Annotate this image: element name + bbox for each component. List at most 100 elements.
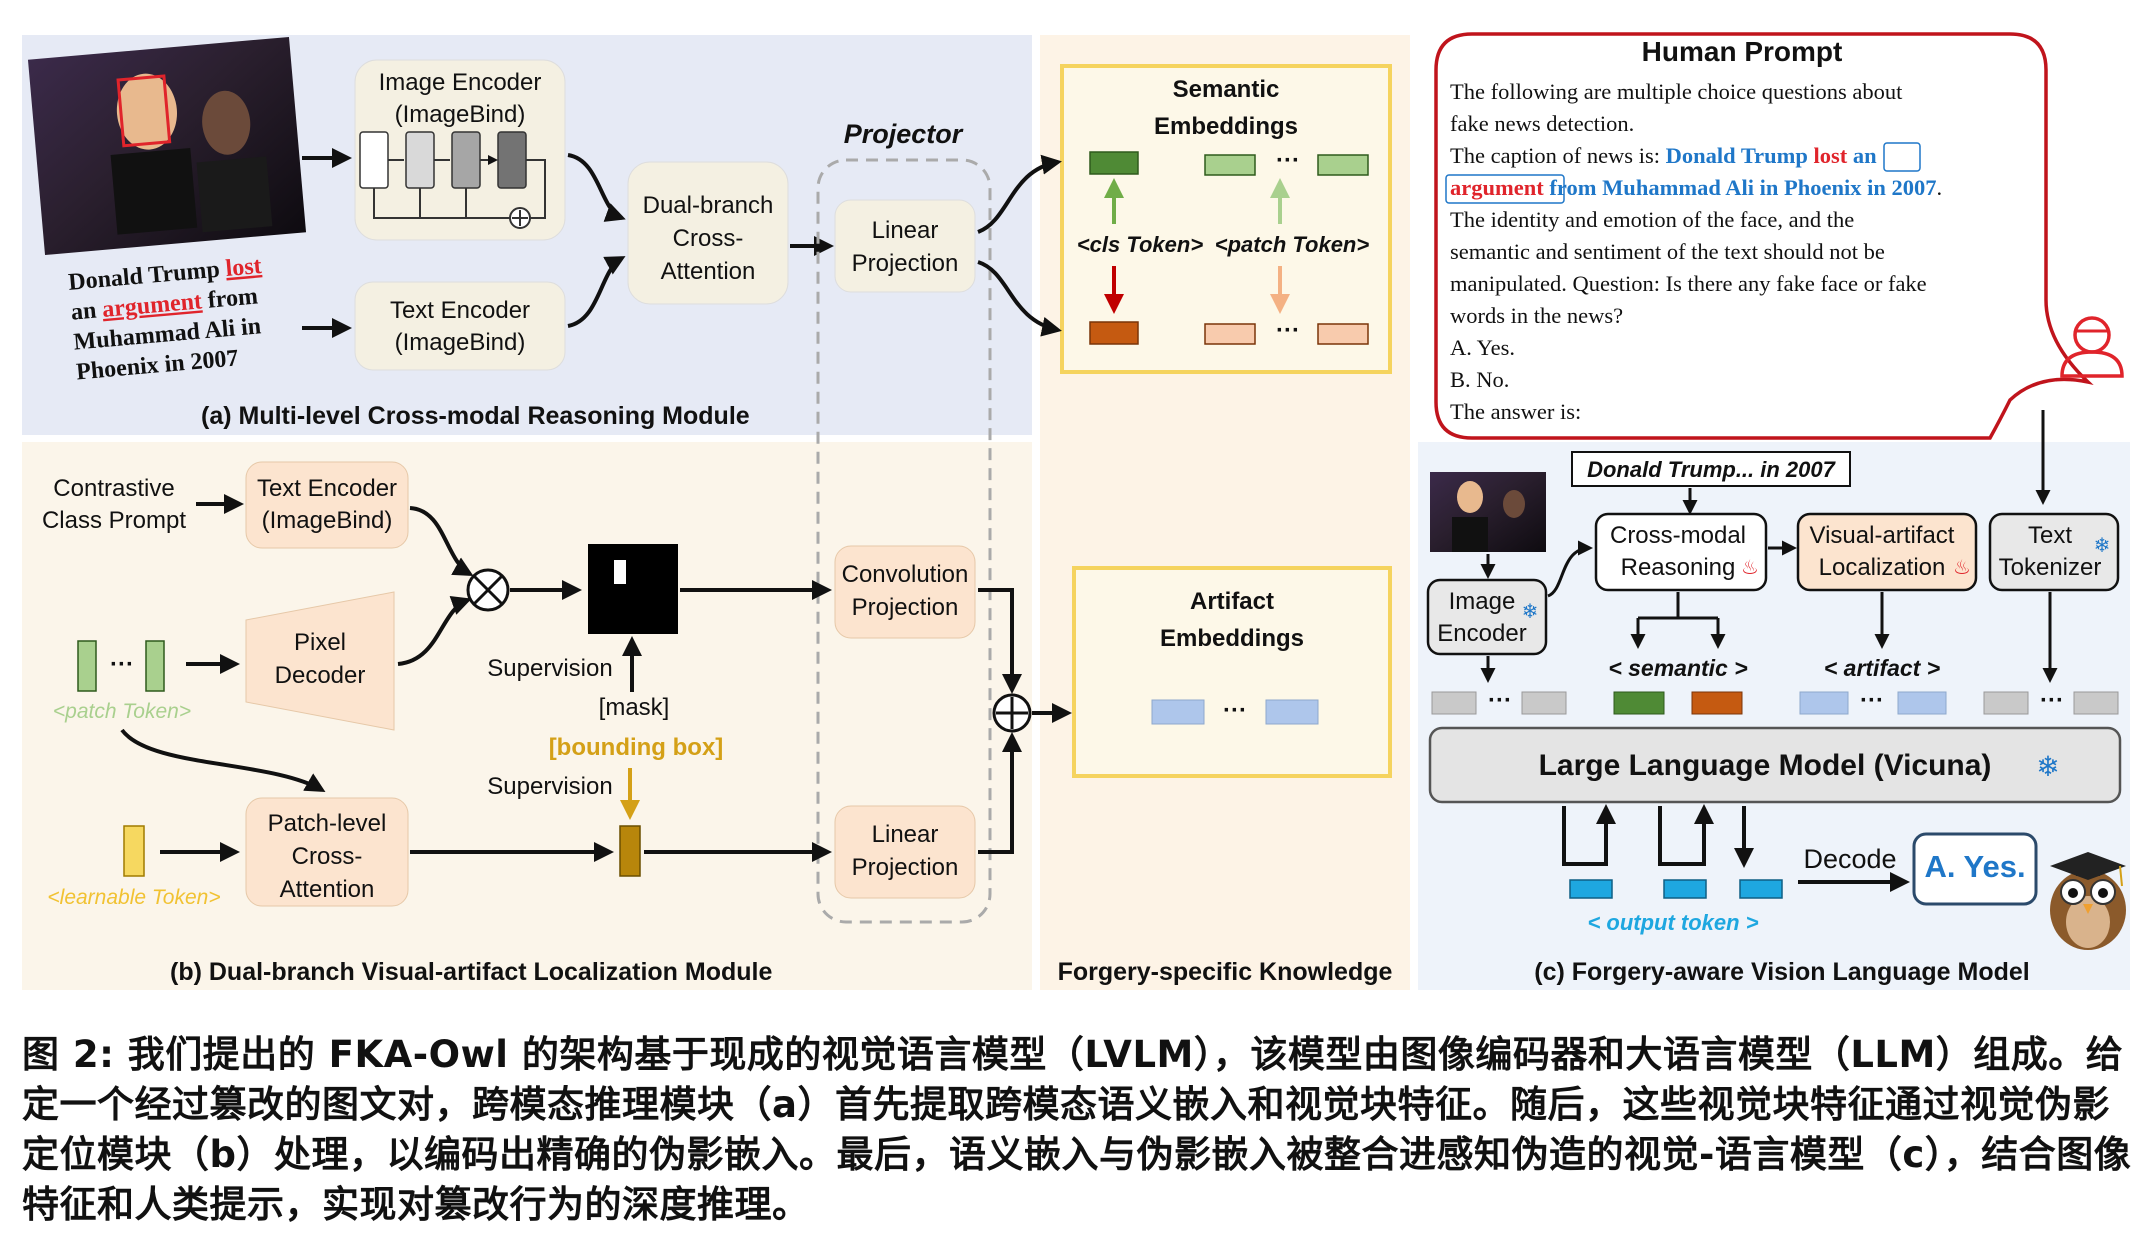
semantic-embeddings-panel: Semantic Embeddings ··· <cls Token> <pat… [1060,64,1392,374]
svg-text:Image: Image [1449,588,1516,615]
image-encoder-c: Image Encoder ❄ [1426,578,1548,656]
svg-text:Attention: Attention [280,876,375,903]
svg-text:Image Encoder: Image Encoder [379,69,542,96]
svg-text:The answer is:: The answer is: [1450,399,1581,424]
llm-input-tokens: < semantic > ··· ··· ··· [1431,687,2119,715]
svg-text:Cross-: Cross- [673,225,744,252]
svg-text:Cross-modal: Cross-modal [1610,522,1746,549]
cross-modal-reasoning-c: Cross-modal Reasoning ♨ [1594,512,1768,592]
svg-text:semantic and sentiment of the: semantic and sentiment of the text shoul… [1450,239,1885,264]
arrow-linear-to-semantic-up [977,154,1062,234]
svg-text:(ImageBind): (ImageBind) [395,329,526,356]
arrow-crossmodal-branch [1638,592,1718,620]
svg-text:Linear: Linear [872,821,939,848]
text-encoder-a: Text Encoder (ImageBind) [354,281,566,371]
artifact-embeddings-panel: Artifact Embeddings ··· [1072,566,1392,778]
svg-text:A. Yes.: A. Yes. [1450,335,1515,360]
svg-text:Embeddings: Embeddings [1160,625,1304,652]
panel-b-background [22,442,1032,990]
svg-text:Embeddings: Embeddings [1154,113,1298,140]
forgery-knowledge-title: Forgery-specific Knowledge [1058,958,1393,986]
pixel-decoder: Pixel Decoder [245,591,395,731]
svg-text:···: ··· [1488,687,1512,714]
convolution-projection: Convolution Projection [834,545,976,639]
svg-text:···: ··· [1276,317,1300,344]
flame-icon: ♨ [1741,557,1759,579]
svg-text:Text Encoder: Text Encoder [390,297,530,324]
svg-text:The following are multiple cho: The following are multiple choice questi… [1450,79,1903,104]
svg-text:Patch-level: Patch-level [268,810,387,837]
svg-text:Pixel: Pixel [294,629,346,656]
svg-text:Text Encoder: Text Encoder [257,475,397,502]
dual-branch-cross-attention: Dual-branch Cross- Attention [627,161,789,305]
svg-text:<cls Token>: <cls Token> [1077,232,1204,257]
add-operator [992,693,1032,733]
bbox-token [619,825,641,877]
flame-icon-2: ♨ [1953,557,1971,579]
bounding-box-label: [bounding box] [549,734,724,761]
svg-text:Projection: Projection [852,854,959,881]
snowflake-icon-2: ❄ [2094,535,2111,557]
svg-text:Projection: Projection [852,250,959,277]
svg-text:The identity and emotion of th: The identity and emotion of the face, an… [1450,207,1854,232]
svg-text:Linear: Linear [872,217,939,244]
svg-text:Dual-branch: Dual-branch [643,192,774,219]
learnable-token [123,825,145,877]
large-language-model: Large Language Model (Vicuna) ❄ [1428,726,2122,804]
supervision-label-1: Supervision [487,655,612,682]
svg-text:(ImageBind): (ImageBind) [262,507,393,534]
caption-box-c: Donald Trump... in 2007 [1571,451,1851,487]
projector-dashed-region [816,158,992,924]
svg-text:B. No.: B. No. [1450,367,1509,392]
patch-tokens-b: ··· <patch Token> [53,640,191,723]
svg-text:Artifact: Artifact [1190,588,1274,615]
arrow-image-enc-to-dual [567,153,626,222]
projector-title: Projector [844,119,964,149]
multiply-operator [466,568,510,612]
user-person-icon [2060,316,2124,378]
image-encoder-a: Image Encoder (ImageBind) [354,59,566,241]
svg-text:Projection: Projection [852,594,959,621]
svg-text:···: ··· [1860,687,1884,714]
arrow-linear-to-semantic-down [977,260,1062,337]
svg-text:Localization: Localization [1819,554,1946,581]
output-tokens [1569,879,1783,899]
linear-projection-a: Linear Projection [834,199,976,293]
arrow-textenc-to-mult [409,506,474,576]
contrastive-class-prompt: Contrastive [53,475,174,502]
learnable-token-label: <learnable Token> [47,886,220,909]
svg-text:<patch Token>: <patch Token> [1215,232,1370,257]
svg-text:Reasoning: Reasoning [1621,554,1736,581]
svg-text:Cross-: Cross- [292,843,363,870]
panel-a-title: (a) Multi-level Cross-modal Reasoning Mo… [201,402,750,430]
svg-text:···: ··· [1276,147,1300,174]
arrow-text-enc-to-dual [567,256,626,328]
figure-caption: 图 2: 我们提出的 FKA-Owl 的架构基于现成的视觉语言模型（LVLM），… [22,1033,2132,1226]
semantic-label-c: < semantic > [1608,655,1747,681]
svg-text:Large Language Model (Vicuna): Large Language Model (Vicuna) [1539,749,1992,782]
news-photo [27,36,307,256]
svg-text:Attention: Attention [661,258,756,285]
owl-mascot-icon [2050,852,2126,950]
snowflake-icon-3: ❄ [2036,751,2059,782]
svg-text:Decoder: Decoder [275,662,366,689]
mask-label: [mask] [599,694,670,721]
text-tokenizer-c: Text Tokenizer ❄ [1988,512,2120,592]
human-prompt-bubble: Human Prompt The following are multiple … [1434,32,2094,440]
svg-text:(ImageBind): (ImageBind) [395,101,526,128]
svg-text:The caption of news is: Donald: The caption of news is: Donald Trump los… [1450,143,1877,168]
svg-text:Visual-artifact: Visual-artifact [1810,522,1955,549]
svg-text:Text: Text [2028,522,2072,549]
arrow-linear-to-plus [978,732,1022,854]
output-token-label: < output token > [1587,910,1758,935]
photo-c [1430,472,1546,552]
svg-text:Encoder: Encoder [1437,620,1526,647]
panel-c-title: (c) Forgery-aware Vision Language Model [1534,958,2029,986]
decode-label: Decode [1803,844,1896,874]
svg-text:Donald Trump... in 2007: Donald Trump... in 2007 [1587,457,1837,482]
svg-text:···: ··· [2040,687,2064,714]
supervision-label-2: Supervision [487,773,612,800]
patch-level-cross-attention: Patch-level Cross- Attention [245,797,409,907]
svg-text:Tokenizer: Tokenizer [1999,554,2102,581]
svg-text:A. Yes.: A. Yes. [1924,849,2025,884]
